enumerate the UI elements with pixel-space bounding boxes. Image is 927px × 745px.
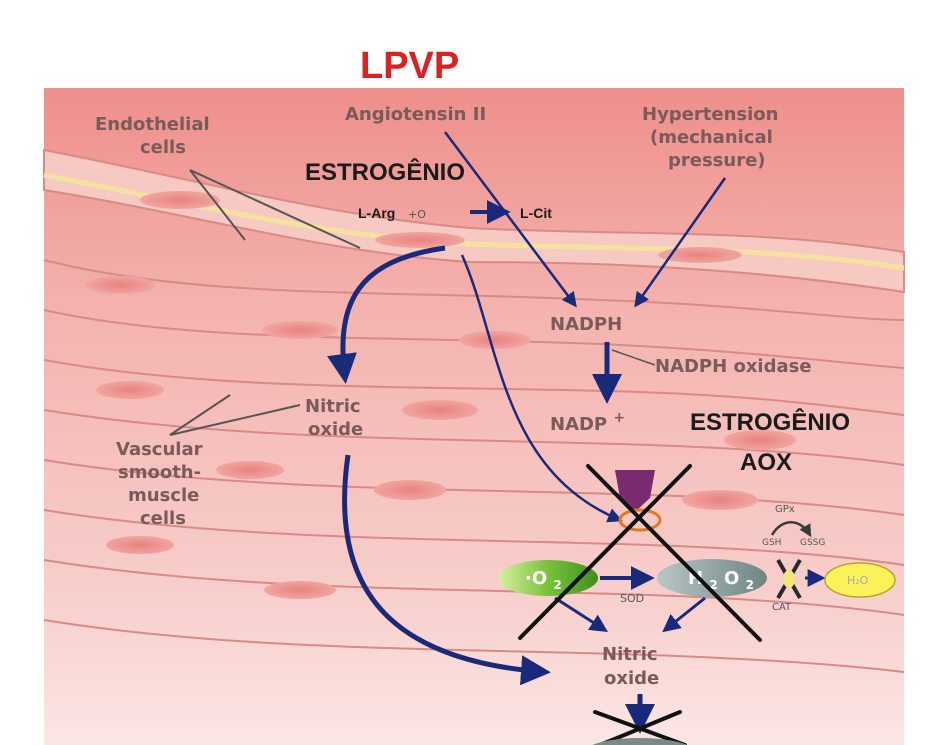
label-superoxide-main: ·O [525,568,547,589]
label-l-arg: L-Arg [358,205,395,221]
label-hypertension-line1: Hypertension [642,104,778,125]
label-nitric-oxide-bottom-line1: Nitric [602,644,658,665]
label-sod: SOD [620,592,644,605]
label-nadp-sup: + [613,410,625,426]
label-hypertension-line3: pressure) [668,150,766,171]
label-vascular-line1: Vascular [116,439,203,460]
label-nitric-oxide-bottom-line2: oxide [604,668,659,689]
label-h2o2-sub2: 2 [746,578,754,592]
label-nadp-main: NADP [550,414,607,435]
label-nitric-oxide-left-line1: Nitric [305,396,361,417]
label-estrogenio-top: ESTROGÊNIO [305,158,465,186]
label-gssg: GSSG [800,538,825,548]
label-nadph: NADPH [550,314,622,335]
label-h2o: H₂O [847,574,869,587]
label-gsh: GSH [762,538,781,548]
label-h2o2-tail: O [724,568,739,589]
label-endothelial-line1: Endothelial [95,114,210,135]
label-vascular-line3: muscle [128,485,199,506]
label-angiotensin: Angiotensin II [345,104,486,125]
label-gpx: GPx [775,504,795,515]
label-nitric-oxide-left-line2: oxide [308,419,363,440]
label-l-cit: L-Cit [520,205,552,221]
cat-cross-yellow [783,570,795,588]
label-estrogenio-aox-line2: AOX [740,449,792,476]
label-nadph-oxidase: NADPH oxidase [655,356,812,377]
label-o2: +O [408,208,426,221]
title: LPVP [360,45,459,87]
label-vascular-line4: cells [140,508,186,529]
label-estrogenio-aox-line1: ESTROGÊNIO [690,408,850,436]
label-cat: CAT [772,602,792,613]
label-superoxide-sub: 2 [553,578,561,592]
label-vascular-line2: smooth- [118,462,201,483]
label-endothelial-line2: cells [140,137,186,158]
label-hypertension-line2: (mechanical [650,127,773,148]
